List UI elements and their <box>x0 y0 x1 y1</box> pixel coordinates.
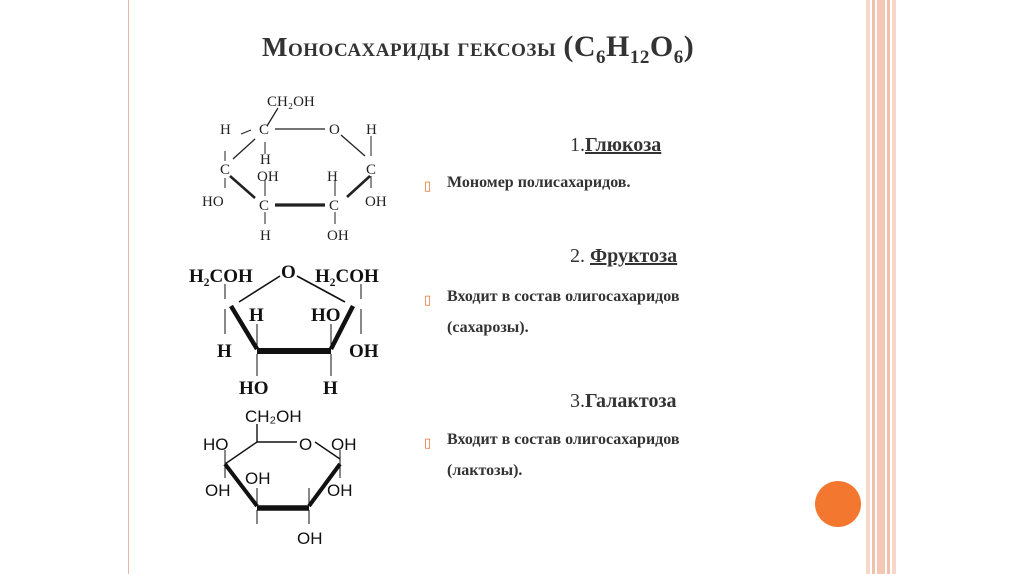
svg-text:H: H <box>217 341 232 362</box>
svg-text:C: C <box>259 122 269 138</box>
svg-text:OH: OH <box>331 435 357 454</box>
svg-text:HO: HO <box>203 435 229 454</box>
glucose-description: ▯ Мономер полисахаридов. <box>424 167 630 198</box>
bullet-arrow-icon: ▯ <box>424 436 432 451</box>
svg-text:OH: OH <box>365 194 387 210</box>
svg-text:O: O <box>281 262 296 283</box>
glucose-structure <box>224 107 372 224</box>
svg-text:C: C <box>366 162 376 178</box>
slide-title: Моносахариды гексозы (C6H12O6) <box>262 30 822 69</box>
svg-text:H: H <box>323 378 338 399</box>
svg-text:O: O <box>329 122 340 138</box>
svg-text:OH: OH <box>327 228 349 244</box>
title-text: Моносахариды гексозы <box>262 32 557 62</box>
svg-text:OH: OH <box>245 469 271 488</box>
title-formula: (C6H12O6) <box>563 30 695 68</box>
svg-text:H: H <box>327 169 338 185</box>
svg-text:O: O <box>299 435 312 454</box>
svg-text:OH: OH <box>257 169 279 185</box>
svg-text:HO: HO <box>311 305 341 326</box>
svg-text:HO: HO <box>202 194 224 210</box>
glucose-labels: CH₂OH C O H H H C C OH H HO C C OH H OH <box>202 94 387 244</box>
bullet-arrow-icon: ▯ <box>424 293 432 308</box>
svg-text:OH: OH <box>297 529 323 548</box>
svg-text:OH: OH <box>349 341 379 362</box>
fructose-labels: H₂COH O H₂COH H HO H OH HO H <box>189 262 379 399</box>
svg-text:C: C <box>220 162 230 178</box>
svg-text:OH: OH <box>205 481 231 500</box>
svg-text:H: H <box>220 122 231 138</box>
galactose-structure <box>223 424 342 524</box>
structural-formulas: CH₂OH C O H H H C C OH H HO C C OH H OH … <box>189 94 387 548</box>
svg-text:OH: OH <box>327 481 353 500</box>
svg-text:H₂COH: H₂COH <box>315 266 379 287</box>
svg-text:CH₂OH: CH₂OH <box>267 94 315 110</box>
svg-text:H: H <box>260 228 271 244</box>
heading-galactose: 3.Галактоза <box>570 390 677 412</box>
fructose-name: Фруктоза <box>590 245 678 267</box>
svg-text:C: C <box>259 198 269 214</box>
glucose-name: Глюкоза <box>585 134 662 156</box>
bullet-arrow-icon: ▯ <box>424 179 432 194</box>
heading-glucose: 1.Глюкоза <box>570 134 662 156</box>
accent-circle <box>815 481 861 527</box>
galactose-labels: CH₂OH O HO OH OH OH OH OH <box>203 407 357 548</box>
svg-text:C: C <box>329 198 339 214</box>
heading-fructose: 2. Фруктоза <box>570 245 678 267</box>
slide-frame-stripes <box>866 0 896 574</box>
galactose-description: ▯ Входит в состав олигосахаридов (лактоз… <box>424 424 680 486</box>
fructose-structure <box>224 275 362 376</box>
galactose-name: Галактоза <box>585 390 677 412</box>
svg-text:H: H <box>366 122 377 138</box>
svg-text:H: H <box>260 152 271 168</box>
slide-frame-left-line <box>128 0 129 574</box>
fructose-description: ▯ Входит в состав олигосахаридов (сахаро… <box>424 281 680 343</box>
svg-text:H: H <box>249 305 264 326</box>
svg-text:HO: HO <box>239 378 269 399</box>
svg-text:H₂COH: H₂COH <box>189 266 253 287</box>
svg-text:CH₂OH: CH₂OH <box>245 407 302 426</box>
